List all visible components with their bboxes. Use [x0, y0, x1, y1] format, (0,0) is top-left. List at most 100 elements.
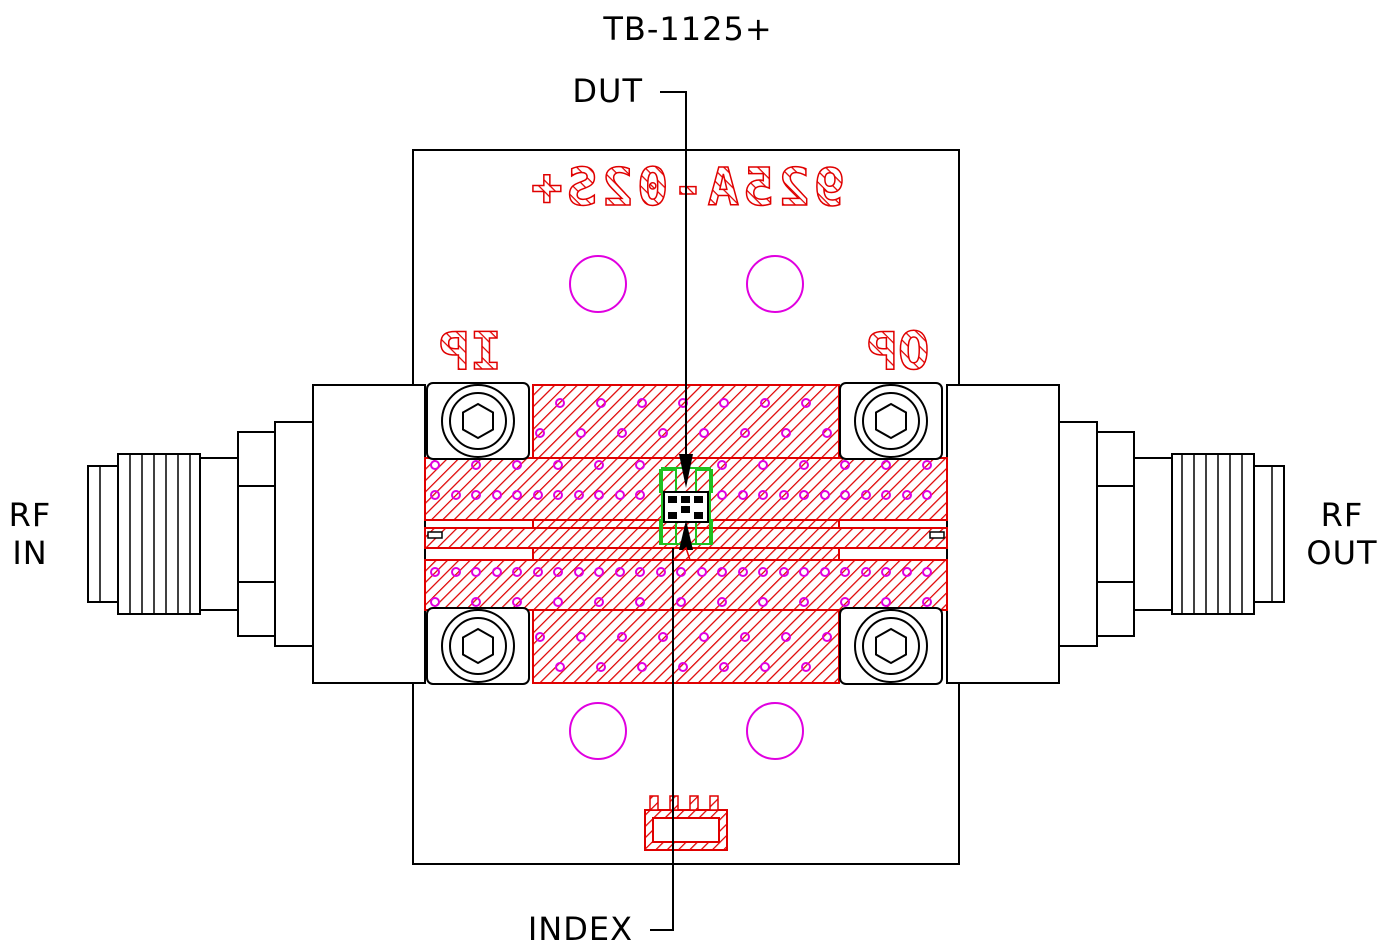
via [758, 490, 768, 500]
via [881, 490, 891, 500]
via [779, 567, 789, 577]
index-label: INDEX [528, 910, 633, 945]
via [758, 597, 768, 607]
dut-footprint [659, 454, 713, 550]
via [840, 567, 850, 577]
via [678, 662, 688, 672]
via [699, 632, 709, 642]
rf-in-label-line2: IN [12, 534, 47, 572]
via [576, 632, 586, 642]
via [512, 490, 522, 500]
via [699, 428, 709, 438]
mounting-hole [746, 702, 804, 760]
input-marker: IP [439, 322, 502, 382]
via [635, 597, 645, 607]
via [553, 460, 563, 470]
via [615, 567, 625, 577]
via [658, 632, 668, 642]
via [656, 567, 666, 577]
via [451, 490, 461, 500]
via [881, 460, 891, 470]
output-marker: OP [867, 322, 930, 382]
via [760, 398, 770, 408]
via [740, 428, 750, 438]
via [760, 662, 770, 672]
via [717, 490, 727, 500]
mounting-hole [569, 702, 627, 760]
via [535, 428, 545, 438]
mounting-hole [569, 255, 627, 313]
via [717, 567, 727, 577]
via [555, 662, 565, 672]
via [738, 490, 748, 500]
via [801, 662, 811, 672]
via [635, 490, 645, 500]
via [574, 490, 584, 500]
via [758, 567, 768, 577]
via [594, 567, 604, 577]
via [861, 567, 871, 577]
via [635, 460, 645, 470]
via [799, 460, 809, 470]
via [533, 567, 543, 577]
via [717, 460, 727, 470]
via [658, 428, 668, 438]
via [676, 597, 686, 607]
via [637, 662, 647, 672]
via [596, 662, 606, 672]
via [430, 460, 440, 470]
via [596, 398, 606, 408]
via [779, 490, 789, 500]
via [430, 567, 440, 577]
via [635, 567, 645, 577]
via [922, 597, 932, 607]
via [553, 490, 563, 500]
via-array [430, 398, 932, 672]
via [738, 567, 748, 577]
via [820, 490, 830, 500]
via [922, 490, 932, 500]
via [535, 632, 545, 642]
via [594, 460, 604, 470]
via [615, 490, 625, 500]
rf-out-label-line1: RF [1321, 496, 1364, 534]
via [512, 460, 522, 470]
via [553, 597, 563, 607]
via [861, 490, 871, 500]
via [922, 460, 932, 470]
via [492, 490, 502, 500]
via [574, 567, 584, 577]
via [512, 567, 522, 577]
via [637, 398, 647, 408]
via [617, 632, 627, 642]
via [430, 597, 440, 607]
via [840, 460, 850, 470]
via [840, 490, 850, 500]
via [740, 632, 750, 642]
via [881, 567, 891, 577]
index-leader-line [650, 548, 674, 931]
via [471, 597, 481, 607]
via [471, 460, 481, 470]
via [922, 567, 932, 577]
via [471, 567, 481, 577]
mounting-hole [746, 255, 804, 313]
left-connector-block [312, 384, 426, 684]
rf-out-sma-connector [1058, 421, 1285, 647]
via [451, 567, 461, 577]
dut-leader-line [660, 91, 687, 462]
via [471, 490, 481, 500]
via [492, 567, 502, 577]
via [594, 490, 604, 500]
via [881, 597, 891, 607]
via [902, 567, 912, 577]
right-connector-block [946, 384, 1060, 684]
via [902, 490, 912, 500]
via [801, 398, 811, 408]
via [822, 428, 832, 438]
dut-label: DUT [572, 72, 643, 110]
via [553, 567, 563, 577]
via [594, 597, 604, 607]
via [717, 597, 727, 607]
